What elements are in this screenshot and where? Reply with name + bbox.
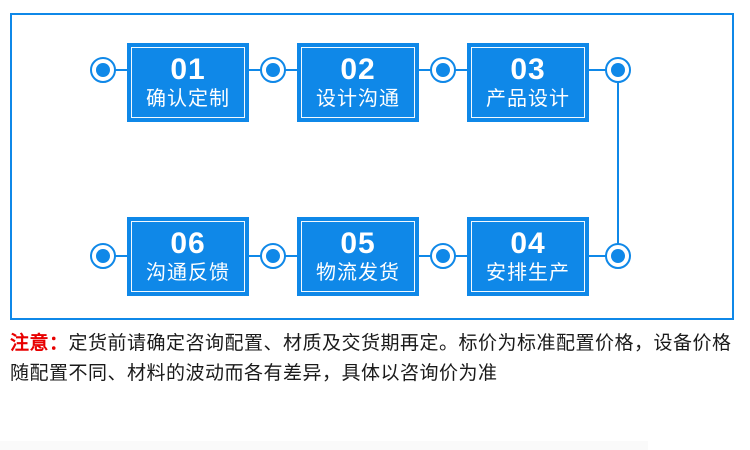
step-label: 设计沟通 [316,87,400,110]
flow-step-3: 03 产品设计 [467,43,589,122]
step-number: 02 [340,52,376,86]
step-label: 沟通反馈 [146,261,230,284]
step-number: 05 [340,226,376,260]
step-number: 06 [170,226,206,260]
step-label: 确认定制 [146,87,230,110]
flow-step-2: 02 设计沟通 [297,43,419,122]
connector-node-icon [430,57,456,83]
notice-text: 注意：定货前请确定咨询配置、材质及交货期再定。标价为标准配置价格，设备价格随配置… [10,329,745,389]
node-dot-icon [96,63,110,77]
connector-node-icon [605,57,631,83]
step-label: 物流发货 [316,261,400,284]
step-number: 01 [170,52,206,86]
step-label: 产品设计 [486,87,570,110]
node-dot-icon [436,249,450,263]
flow-step-4: 04 安排生产 [467,217,589,296]
node-dot-icon [436,63,450,77]
flow-step-5: 05 物流发货 [297,217,419,296]
step-label: 安排生产 [486,261,570,284]
notice-prefix: 注意： [10,333,69,354]
node-dot-icon [611,249,625,263]
flow-step-1: 01 确认定制 [127,43,249,122]
connector-line-right-vertical [617,70,619,256]
bottom-divider-bar [0,441,648,450]
node-dot-icon [266,249,280,263]
connector-node-icon [260,57,286,83]
notice-body: 定货前请确定咨询配置、材质及交货期再定。标价为标准配置价格，设备价格随配置不同、… [10,333,732,384]
connector-node-icon [605,243,631,269]
step-number: 04 [510,226,546,260]
connector-node-icon [90,57,116,83]
connector-node-icon [90,243,116,269]
node-dot-icon [96,249,110,263]
connector-node-icon [430,243,456,269]
node-dot-icon [611,63,625,77]
flow-step-6: 06 沟通反馈 [127,217,249,296]
node-dot-icon [266,63,280,77]
step-number: 03 [510,52,546,86]
connector-node-icon [260,243,286,269]
